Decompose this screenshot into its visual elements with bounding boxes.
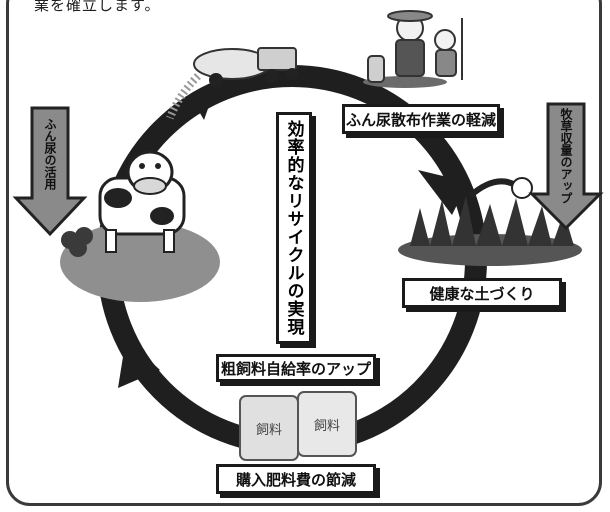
bag-label-right: 飼料 <box>314 419 340 434</box>
left-arrow <box>12 106 88 237</box>
bag-label-left: 飼料 <box>256 423 282 438</box>
arrowhead-right <box>418 170 468 215</box>
feed-bags-icon: 飼料 飼料 <box>239 391 357 461</box>
arrowhead-top <box>190 86 216 120</box>
center-text: 効率的なリサイクルの実現 <box>276 112 312 344</box>
rounded-frame <box>6 0 602 506</box>
label-right: 健康な土づくり <box>402 278 562 308</box>
left-arrow-label: ふん尿の活用 <box>43 118 57 190</box>
intro-text: 業を確立します。 <box>34 0 161 14</box>
tank-truck-icon <box>166 47 298 120</box>
right-arrow-label: 牧草収量のアップ <box>559 108 573 204</box>
arrowhead-left <box>118 338 160 388</box>
label-bottom-lower: 購入肥料費の節減 <box>216 464 376 494</box>
farmers-icon <box>363 10 463 88</box>
label-top: ふん尿散布作業の軽減 <box>342 104 500 134</box>
grass-icon <box>398 177 582 266</box>
cow-icon <box>60 150 220 302</box>
label-bottom-upper: 粗飼料自給率のアップ <box>216 354 376 382</box>
right-arrow <box>528 102 604 231</box>
